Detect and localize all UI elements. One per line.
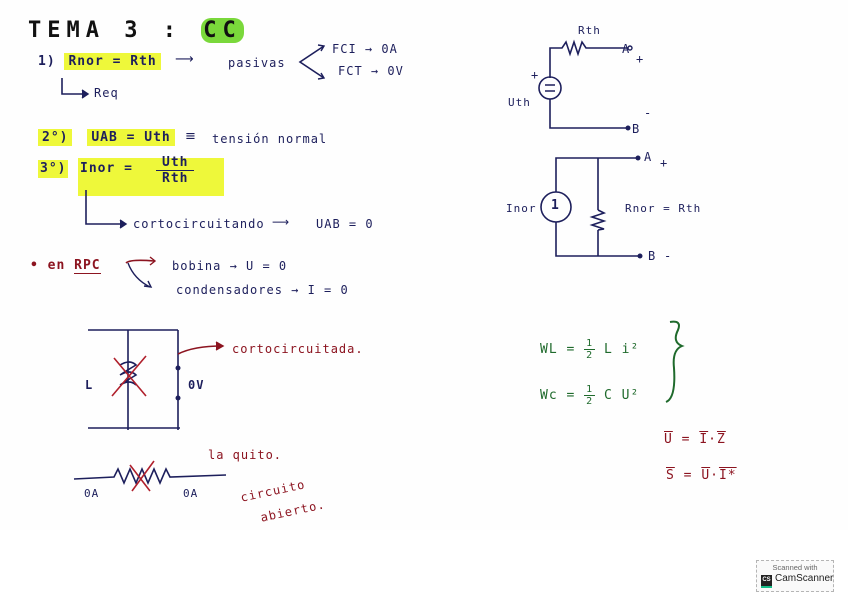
camscanner-logo-icon: CS — [761, 575, 772, 588]
bullet: • — [30, 258, 39, 273]
norton-circuit — [540, 155, 643, 259]
camscanner-watermark: Scanned with CS CamScanner — [756, 560, 834, 592]
norton-resistor-label: Rnor = Rth — [625, 202, 702, 215]
wc-coeff-num: 1 — [584, 384, 596, 396]
phasor-power-eq: S = U·I* — [666, 468, 737, 483]
phasor-ohm-eq: U = I·Z — [664, 432, 726, 447]
section1-equation: Rnor = Rth — [64, 53, 161, 70]
fraction-denominator: Rth — [162, 171, 189, 186]
terminal-b-sign: - — [644, 106, 653, 120]
right-current-label: 0A — [183, 487, 199, 500]
watermark-top-text: Scanned with — [772, 563, 818, 572]
section3-number-highlight — [38, 160, 68, 178]
title-separator: : — [162, 18, 182, 43]
phasor-s: S — [666, 468, 675, 483]
terminal-b-sign: - — [664, 249, 673, 263]
wc-lhs: Wc = — [540, 388, 576, 403]
voltage-label: 0V — [188, 378, 205, 392]
energy-capacitor-eq: Wc = 1 2 C U² — [540, 384, 639, 407]
section3-fraction: Uth Rth — [156, 155, 195, 186]
inductor-label: L — [85, 378, 94, 392]
arrow-right-icon: ⟶ — [272, 215, 290, 229]
inductor-short-diagram — [88, 329, 181, 430]
fraction-numerator: Uth — [156, 155, 195, 171]
open-circuit-annotation-line1: circuito — [239, 477, 307, 505]
branch-top-label: FCI → 0A — [332, 42, 398, 56]
section2-number: 2°) — [38, 129, 73, 146]
thevenin-circuit — [538, 39, 633, 131]
section3-sub-label: cortocircuitando — [133, 217, 265, 231]
phasor-z: Z — [716, 432, 726, 447]
terminal-a: A — [644, 150, 653, 164]
arrow-right-icon: ⟶ — [175, 52, 194, 67]
section3-number: 3°) — [40, 161, 67, 176]
short-circuit-annotation: cortocircuitada. — [232, 342, 364, 356]
phasor-u: U — [701, 468, 711, 483]
wl-lhs: WL = — [540, 342, 576, 357]
wl-coeff-num: 1 — [584, 338, 596, 350]
fork-arrow-icon — [125, 256, 157, 288]
scanned-page: TEMA 3 : CC 1) Rnor = Rth ⟶ pasivas FCI … — [28, 18, 737, 525]
open-circuit-annotation-line2: abierto. — [259, 497, 327, 525]
energy-inductor-eq: WL = 1 2 L i² — [540, 338, 639, 361]
norton-source-label: Inor — [506, 202, 537, 215]
wl-rhs: L i² — [604, 342, 640, 357]
thevenin-resistor-label: Rth — [578, 24, 601, 37]
section1-line: 1) Rnor = Rth — [38, 53, 161, 70]
sub-arrow-icon — [85, 190, 128, 229]
section3-sub-result: UAB = 0 — [316, 217, 374, 231]
rpc-term: RPC — [74, 258, 101, 274]
source-plus-sign: + — [531, 68, 540, 82]
section1-sub-label: Req — [94, 86, 119, 100]
phasor-i-conj: I* — [718, 468, 737, 483]
section1-arrow-label: pasivas — [228, 56, 286, 70]
wc-rhs: C U² — [604, 388, 640, 403]
title-suffix: CC — [201, 18, 244, 43]
terminal-b: B — [648, 249, 657, 263]
wc-coeff-den: 2 — [586, 396, 594, 407]
terminal-a-sign: + — [660, 156, 669, 170]
thevenin-source-label: Uth — [508, 96, 531, 109]
equivalence-symbol: ≡ — [185, 129, 196, 144]
current-source-symbol: 1 — [551, 198, 560, 213]
page-title: TEMA 3 : CC — [28, 18, 244, 43]
rpc-note: • en RPC — [30, 258, 101, 274]
curly-brace-icon — [665, 320, 685, 403]
phasor-u: U — [664, 432, 673, 447]
section2-description: tensión normal — [212, 132, 328, 146]
rpc-item-condensadores: condensadores → I = 0 — [176, 283, 349, 297]
title-prefix: TEMA 3 — [28, 18, 144, 43]
section3-lhs: Inor = — [80, 161, 133, 176]
branch-bottom-label: FCT → 0V — [338, 64, 404, 78]
terminal-a-sign: + — [636, 52, 645, 66]
resistor-open-diagram — [73, 460, 227, 492]
section1-number: 1) — [38, 54, 56, 69]
watermark-brand: CamScanner — [775, 573, 834, 584]
phasor-i: I — [699, 432, 709, 447]
terminal-b: B — [632, 122, 641, 136]
left-current-label: 0A — [84, 487, 100, 500]
terminal-a: A — [622, 42, 631, 56]
branch-arrows-icon — [298, 44, 326, 80]
annotation-arrow-icon — [177, 341, 225, 355]
section2-equation: UAB = Uth — [87, 129, 175, 146]
rpc-item-bobina: bobina → U = 0 — [172, 259, 288, 273]
section2-line: 2°) UAB = Uth — [38, 129, 175, 146]
remove-annotation: la quito. — [208, 448, 283, 462]
wl-coeff-den: 2 — [586, 350, 594, 361]
sub-arrow-icon — [61, 78, 90, 99]
section3-highlight — [78, 158, 224, 196]
rpc-prefix: en — [47, 258, 66, 273]
